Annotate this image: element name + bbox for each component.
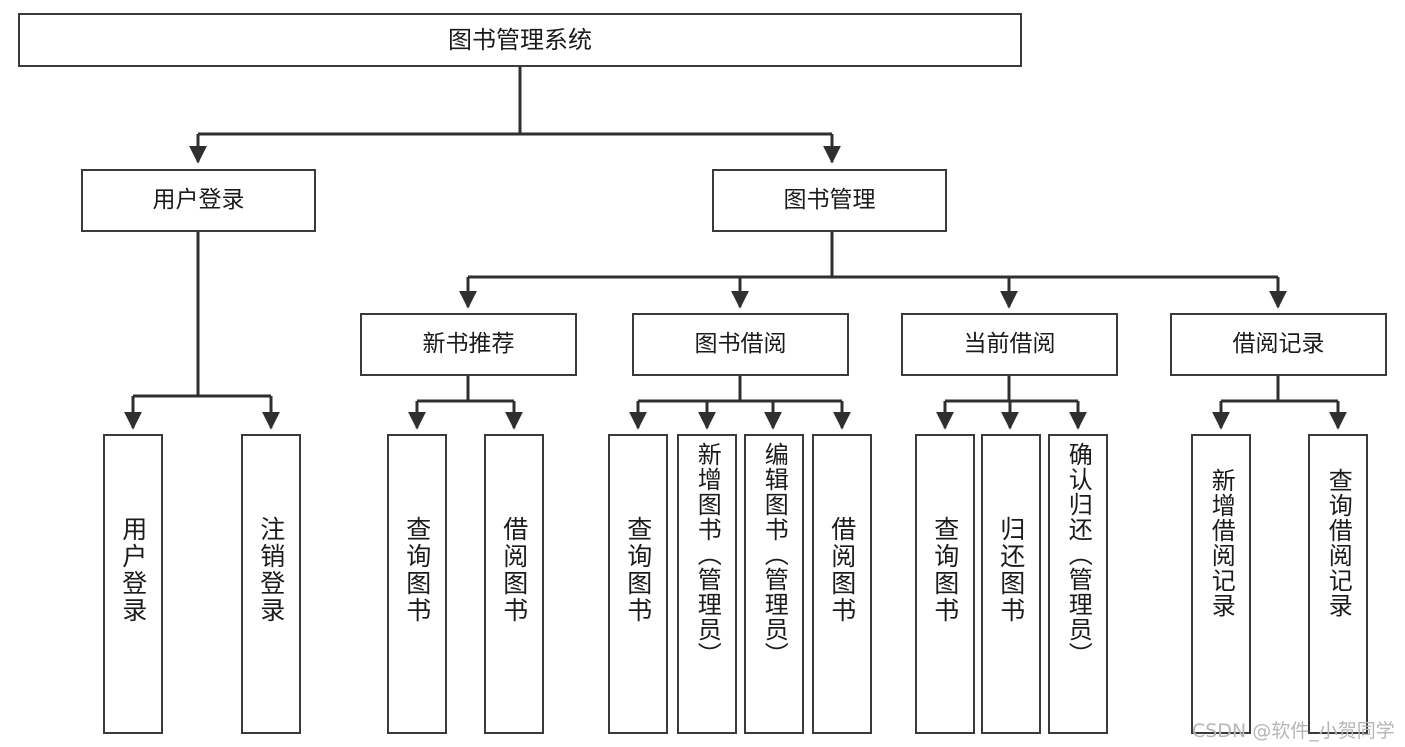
node-book-borrow[interactable]: 图书借阅: [632, 313, 849, 376]
leaf-add-borrow-record[interactable]: 新增借阅记录: [1191, 434, 1251, 734]
leaf-user-logout[interactable]: 注销登录: [241, 434, 301, 734]
node-new-book-recommend[interactable]: 新书推荐: [360, 313, 577, 376]
node-label: 图书管理系统: [448, 25, 592, 54]
node-label: 图书管理: [783, 186, 876, 213]
node-label: 确认归还（管理员）: [1064, 442, 1093, 667]
leaf-borrow-book[interactable]: 借阅图书: [812, 434, 872, 734]
leaf-confirm-return-admin[interactable]: 确认归还（管理员）: [1048, 434, 1108, 734]
leaf-current-query-book[interactable]: 查询图书: [915, 434, 975, 734]
node-label: 归还图书: [996, 516, 1026, 624]
node-label: 借阅图书: [827, 516, 857, 624]
node-label: 借阅图书: [499, 516, 529, 624]
node-current-borrow[interactable]: 当前借阅: [901, 313, 1118, 376]
leaf-query-borrow-record[interactable]: 查询借阅记录: [1308, 434, 1368, 734]
node-label: 注销登录: [256, 516, 286, 624]
node-label: 图书借阅: [694, 330, 787, 357]
node-label: 查询借阅记录: [1324, 468, 1353, 618]
node-label: 查询图书: [623, 516, 653, 624]
leaf-return-book[interactable]: 归还图书: [981, 434, 1041, 734]
node-label: 编辑图书（管理员）: [760, 442, 789, 667]
node-root-system[interactable]: 图书管理系统: [18, 13, 1022, 67]
node-label: 借阅记录: [1232, 330, 1325, 357]
node-user-login[interactable]: 用户登录: [81, 169, 316, 232]
leaf-new-book-borrow[interactable]: 借阅图书: [484, 434, 544, 734]
watermark-text: CSDN @软件_小贺同学: [1192, 720, 1395, 742]
leaf-edit-book-admin[interactable]: 编辑图书（管理员）: [744, 434, 804, 734]
node-label: 查询图书: [930, 516, 960, 624]
node-label: 当前借阅: [963, 330, 1056, 357]
node-book-management[interactable]: 图书管理: [712, 169, 947, 232]
leaf-borrow-query-book[interactable]: 查询图书: [608, 434, 668, 734]
node-label: 新书推荐: [422, 330, 515, 357]
leaf-new-book-query[interactable]: 查询图书: [387, 434, 447, 734]
node-label: 新增图书（管理员）: [693, 442, 722, 667]
node-label: 查询图书: [402, 516, 432, 624]
node-label: 用户登录: [118, 516, 148, 624]
node-borrow-record[interactable]: 借阅记录: [1170, 313, 1387, 376]
node-label: 用户登录: [152, 186, 245, 213]
leaf-add-book-admin[interactable]: 新增图书（管理员）: [677, 434, 737, 734]
node-label: 新增借阅记录: [1207, 468, 1236, 618]
leaf-user-login[interactable]: 用户登录: [103, 434, 163, 734]
